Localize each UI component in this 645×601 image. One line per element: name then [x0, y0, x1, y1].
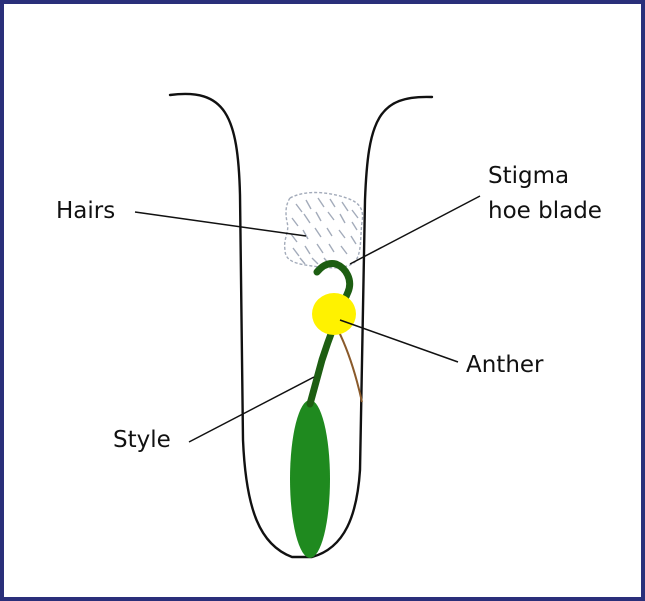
anther-sac — [312, 293, 356, 335]
anther-leader-line — [339, 319, 459, 363]
stigma-leader-line — [349, 195, 481, 265]
style-leader-line — [188, 376, 315, 443]
hairs-leader-line — [134, 211, 307, 237]
ovary-body — [290, 400, 330, 558]
label-hairs: Hairs — [56, 198, 115, 224]
label-stigma-line2: hoe blade — [488, 198, 602, 224]
hairs-tuft — [283, 191, 364, 269]
label-anther: Anther — [466, 352, 544, 378]
label-style: Style — [113, 427, 171, 453]
label-stigma-line1: Stigma — [488, 163, 569, 189]
floral-tube-outline — [168, 92, 434, 559]
filament — [337, 329, 363, 403]
